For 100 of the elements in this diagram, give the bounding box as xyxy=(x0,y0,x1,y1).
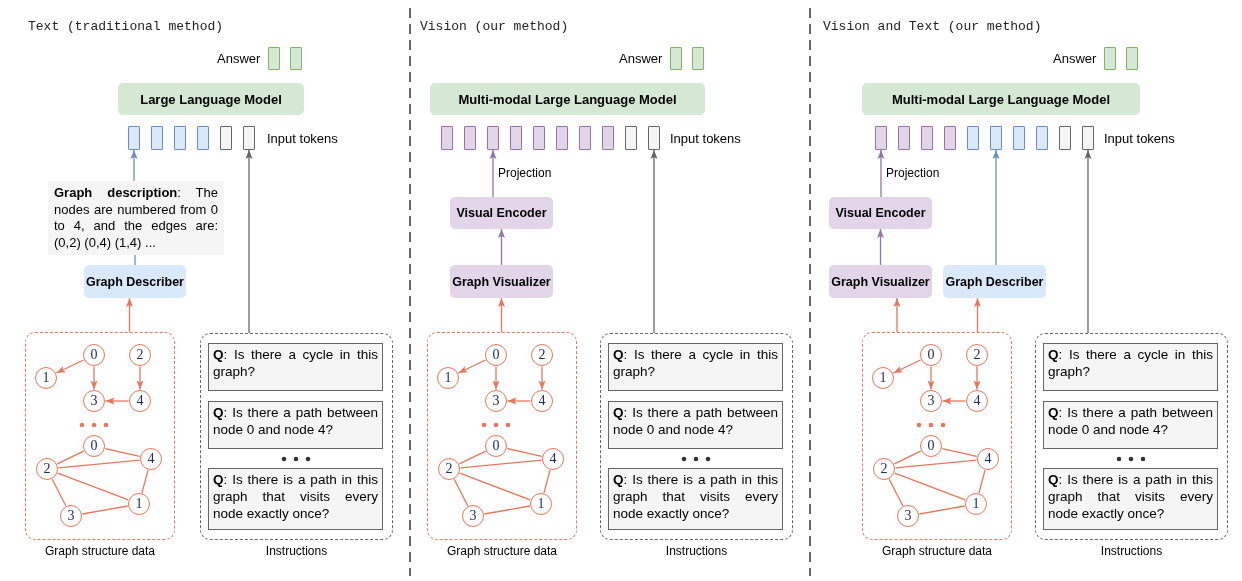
process-box: Graph Describer xyxy=(84,265,186,298)
arrow xyxy=(892,359,922,374)
arrow xyxy=(877,149,885,198)
group-caption: Graph structure data xyxy=(880,544,994,558)
arrow xyxy=(90,365,98,391)
graph-node-circle: 3 xyxy=(897,505,919,527)
graph-node-circle: 1 xyxy=(35,367,57,389)
graph-node-circle: 1 xyxy=(965,493,987,515)
answer-label: Answer xyxy=(217,51,261,66)
graph-node-circle: 2 xyxy=(36,458,58,480)
question-card: Q: Is there a cycle in this graph? xyxy=(608,343,783,391)
answer-token xyxy=(290,47,302,70)
connector-line xyxy=(888,478,904,507)
connector-line xyxy=(978,469,986,494)
input-token xyxy=(1013,126,1025,150)
graph-node-circle: 0 xyxy=(920,344,942,366)
input-tokens-label: Input tokens xyxy=(267,131,338,146)
question-card: Q: Is there a cycle in this graph? xyxy=(1043,343,1218,391)
graph-node-circle: 3 xyxy=(83,390,105,412)
connector-line xyxy=(51,478,67,507)
graph-node-circle: 1 xyxy=(437,367,459,389)
arrow xyxy=(973,365,981,391)
input-token xyxy=(464,126,476,150)
graph-node-circle: 0 xyxy=(83,435,105,457)
input-token xyxy=(625,126,637,150)
group-caption: Instructions xyxy=(264,544,329,558)
input-token xyxy=(220,126,232,150)
graph-node-circle: 1 xyxy=(128,493,150,515)
connector-line xyxy=(894,459,978,469)
connector-line xyxy=(893,450,922,465)
connector-line xyxy=(459,459,543,469)
graph-node-circle: 4 xyxy=(966,390,988,412)
graph-node-circle: 4 xyxy=(531,390,553,412)
input-token xyxy=(579,126,591,150)
arrow xyxy=(136,365,144,391)
model-box: Large Language Model xyxy=(118,83,304,115)
answer-token xyxy=(692,47,704,70)
connector-line xyxy=(458,450,487,465)
arrow xyxy=(927,365,935,391)
graph-node-circle: 4 xyxy=(140,448,162,470)
input-token xyxy=(174,126,186,150)
input-token xyxy=(1036,126,1048,150)
answer-token xyxy=(268,47,280,70)
panel-title: Vision (our method) xyxy=(420,19,569,34)
graph-node-circle: 4 xyxy=(977,448,999,470)
process-box: Graph Visualizer xyxy=(450,265,553,298)
edge-label: Projection xyxy=(885,165,941,180)
graph-node-circle: 0 xyxy=(485,435,507,457)
arrow xyxy=(492,365,500,391)
graph-node-circle: 2 xyxy=(129,344,151,366)
group-caption: Graph structure data xyxy=(43,544,157,558)
connector-line xyxy=(56,450,85,465)
panel-title: Vision and Text (our method) xyxy=(823,19,1042,34)
graph-node-circle: 1 xyxy=(530,493,552,515)
description-text-box: Graph description: The nodes are numbered from 0 to 4, and the edges are: (0,2) (0,4) (1,4) ... xyxy=(48,181,224,255)
arrow xyxy=(877,228,884,266)
graph-node-circle: 4 xyxy=(129,390,151,412)
process-box: Visual Encoder xyxy=(829,197,932,229)
input-tokens-label: Input tokens xyxy=(1104,131,1175,146)
input-token xyxy=(1059,126,1071,150)
input-token xyxy=(921,126,933,150)
group-caption: Instructions xyxy=(664,544,729,558)
input-token xyxy=(151,126,163,150)
group-caption: Instructions xyxy=(1099,544,1164,558)
input-token xyxy=(990,126,1002,150)
answer-label: Answer xyxy=(1053,51,1097,66)
graph-node-circle: 0 xyxy=(920,435,942,457)
input-token xyxy=(243,126,255,150)
connector-line xyxy=(941,447,978,458)
arrow xyxy=(538,365,546,391)
arrow xyxy=(498,297,505,333)
arrow xyxy=(941,397,967,405)
answer-token xyxy=(1104,47,1116,70)
question-card: Q: Is there a path between node 0 and node 4? xyxy=(208,401,383,449)
connector-line xyxy=(506,447,543,458)
connector-line xyxy=(453,478,469,507)
question-card: Q: Is there a path between node 0 and node 4? xyxy=(1043,401,1218,449)
connector-line xyxy=(104,447,141,458)
graph-node-circle: 2 xyxy=(873,458,895,480)
input-token xyxy=(602,126,614,150)
graph-node-circle: 3 xyxy=(920,390,942,412)
arrow xyxy=(489,149,497,198)
input-token xyxy=(875,126,887,150)
input-token xyxy=(487,126,499,150)
connector-line xyxy=(894,472,966,501)
graph-node-circle: 3 xyxy=(462,505,484,527)
question-card: Q: Is there a path between node 0 and node 4? xyxy=(608,401,783,449)
graph-node-circle: 0 xyxy=(485,344,507,366)
input-token xyxy=(533,126,545,150)
input-token xyxy=(648,126,660,150)
connector-line xyxy=(141,469,149,494)
connector-line xyxy=(57,472,129,501)
input-token xyxy=(1082,126,1094,150)
input-token xyxy=(441,126,453,150)
graph-node-circle: 1 xyxy=(872,367,894,389)
arrow xyxy=(55,359,85,374)
graph-node-circle: 3 xyxy=(485,390,507,412)
question-card: Q: Is there is a path in this graph that visits every node exactly once? xyxy=(608,468,783,530)
arrow xyxy=(1084,149,1092,334)
arrow xyxy=(506,397,532,405)
